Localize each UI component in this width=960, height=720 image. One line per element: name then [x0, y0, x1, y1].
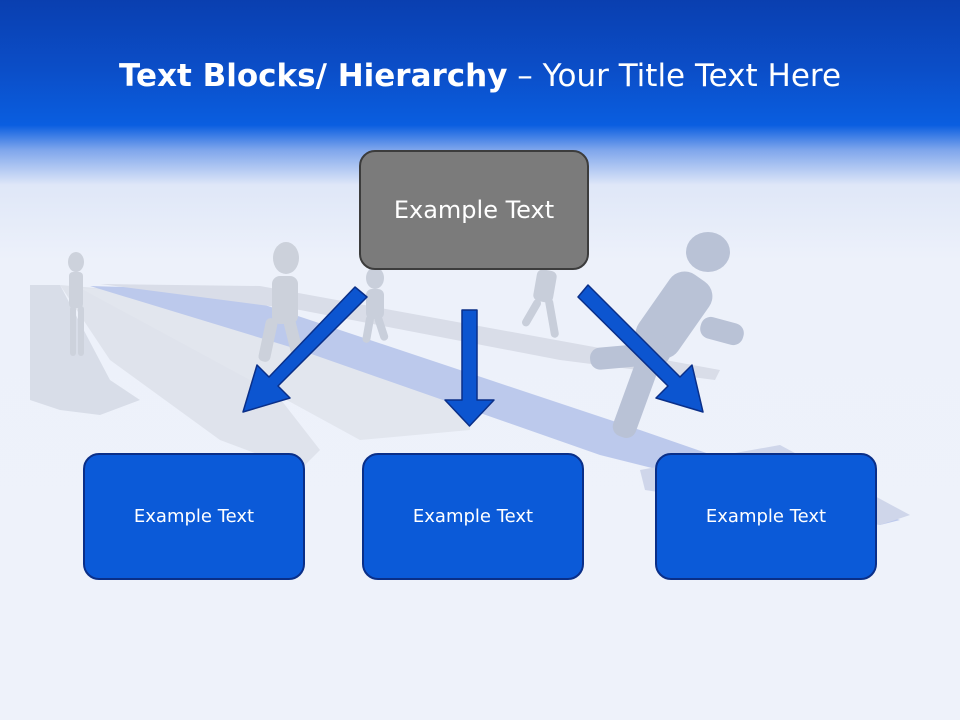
runner-figure-3: [362, 267, 389, 343]
child-text-block-2[interactable]: Example Text: [362, 453, 584, 580]
child-text-block-1[interactable]: Example Text: [83, 453, 305, 580]
top-text-block[interactable]: Example Text: [359, 150, 589, 270]
arrow-center: [444, 309, 495, 427]
slide-title: Text Blocks/ Hierarchy – Your Title Text…: [0, 50, 960, 102]
title-bold-part: Text Blocks/ Hierarchy: [118, 58, 508, 94]
child-text-block-3[interactable]: Example Text: [655, 453, 877, 580]
runner-figure-1: [68, 252, 84, 356]
arrow-right: [577, 284, 704, 413]
arrow-left: [242, 286, 368, 413]
title-regular-part: – Your Title Text Here: [507, 58, 842, 94]
